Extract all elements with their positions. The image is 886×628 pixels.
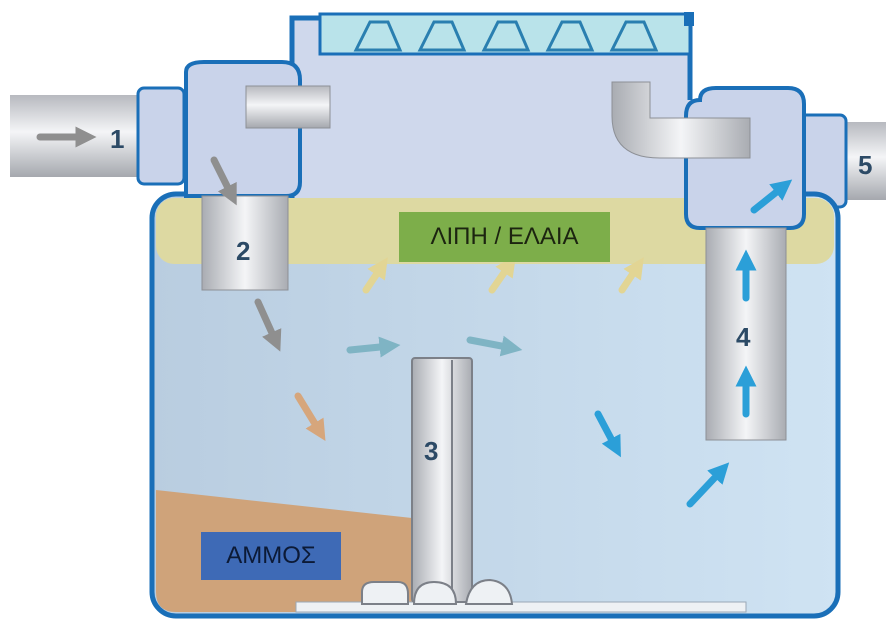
lid [318,12,694,56]
stage-number-2: 2 [236,236,250,266]
flow-arrows [36,126,793,508]
grease-layer-label: ΛΙΠΗ / ΕΛΑΙΑ [399,212,610,262]
arrow-up-to-riser [686,462,730,508]
arrow-tee-down [210,156,237,206]
arrow-out-tee [254,298,282,352]
stage-number-4: 4 [736,322,751,352]
baffle [411,357,473,603]
stage-number-3: 3 [424,436,438,466]
outlet-pipe [794,113,886,209]
stage-numbers: 1 2 3 4 5 [110,124,872,466]
arrow-mid-2 [466,335,523,357]
arrow-mid-1 [346,336,401,358]
arrow-grease-1 [362,257,388,294]
inlet-pipe [10,86,186,186]
arrow-outlet [750,179,793,214]
arrow-grease-3 [618,257,644,294]
stage-number-1: 1 [110,124,124,154]
stage-number-5: 5 [858,150,872,180]
arrow-sand [294,392,326,441]
bottom-supports [361,578,514,605]
sand-layer-label: ΑΜΜΟΣ [201,532,341,580]
arrow-down-right [594,410,621,458]
arrow-grease-2 [488,255,516,294]
